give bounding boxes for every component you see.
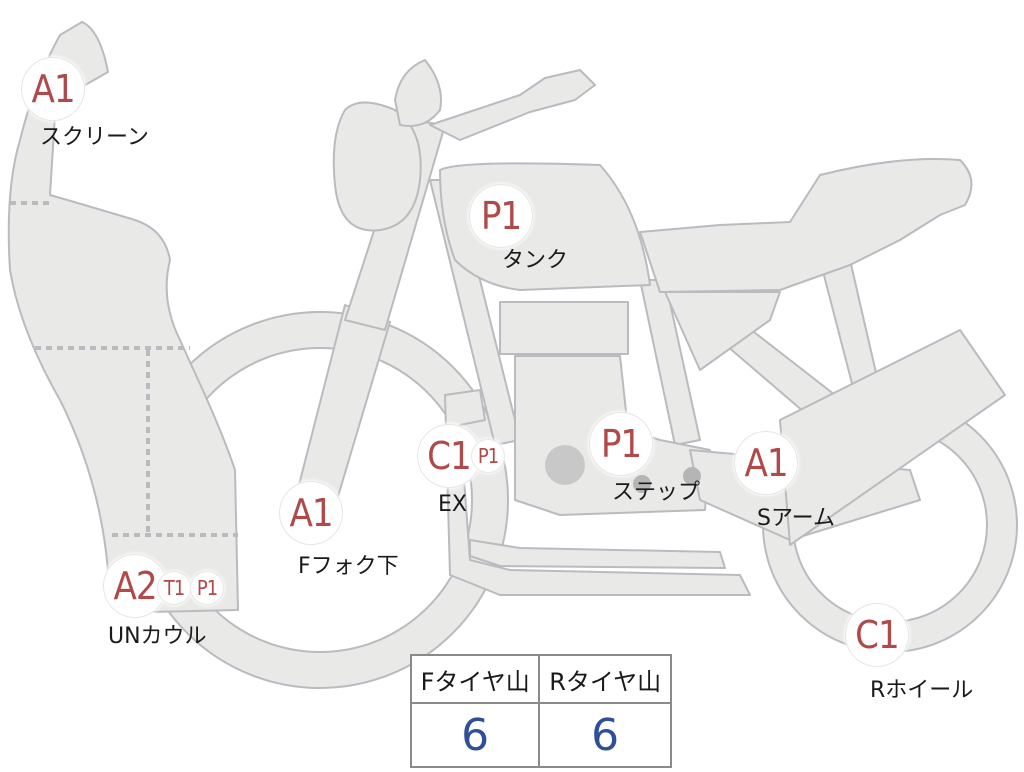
front-fork-code-badge: A1 — [280, 482, 342, 544]
step-label: ステップ — [612, 480, 701, 505]
rear-wheel-code-badge: C1 — [846, 604, 908, 666]
mirror — [394, 59, 442, 127]
front-fork-code: A1 — [289, 491, 333, 535]
under-cowl-code-badge: A2 — [104, 555, 166, 617]
tank-label: タンク — [502, 248, 569, 273]
ex-code: C1 — [427, 434, 472, 478]
step-code-badge: P1 — [590, 413, 652, 475]
handlebar — [429, 69, 596, 141]
rear-tire-tread-value: 6 — [591, 709, 620, 761]
front-tire-tread-value: 6 — [411, 703, 541, 767]
tank-code: P1 — [480, 194, 522, 238]
exhaust-pipe — [444, 389, 751, 596]
under-cowl-code3-badge: P1 — [191, 572, 223, 604]
ex-code-badge: C1 — [418, 425, 480, 487]
swingarm-code: A1 — [744, 441, 788, 485]
engine-cover — [545, 445, 585, 485]
rear-wheel-label: Rホイール — [870, 678, 974, 703]
under-cowl-code3: P1 — [196, 576, 218, 600]
screen-label: スクリーン — [40, 125, 149, 150]
engine-top — [499, 301, 629, 355]
under-cowl-code: A2 — [113, 564, 157, 608]
footpeg-2 — [683, 467, 701, 485]
under-cowl-code2-badge: T1 — [158, 572, 190, 604]
ex-code2: P1 — [477, 444, 499, 468]
screen-code: A1 — [31, 67, 75, 111]
screen-code-badge: A1 — [22, 58, 84, 120]
swingarm-label: Sアーム — [757, 506, 835, 531]
exhaust-pipe-lower — [469, 539, 726, 569]
ex-label: EX — [438, 492, 467, 517]
swingarm-code-badge: A1 — [735, 432, 797, 494]
tail-frame — [779, 329, 1006, 546]
footpeg-1 — [633, 475, 651, 493]
headlight — [332, 101, 422, 232]
ex-code2-badge: P1 — [472, 440, 504, 472]
side-cover — [664, 291, 781, 371]
rear-wheel-code: C1 — [855, 613, 900, 657]
under-cowl-code2: T1 — [163, 576, 185, 600]
tank-code-badge: P1 — [470, 185, 532, 247]
step-code: P1 — [600, 422, 642, 466]
seat — [639, 158, 973, 293]
under-cowl-label: UNカウル — [108, 624, 207, 649]
front-fork-label: Fフォク下 — [298, 554, 399, 579]
rear-tire-tread-header: Rタイヤ山 — [539, 655, 671, 704]
front-tire-tread-header: Fタイヤ山 — [411, 655, 541, 704]
tire-tread-table: Fタイヤ山 Rタイヤ山 6 6 — [410, 654, 672, 768]
